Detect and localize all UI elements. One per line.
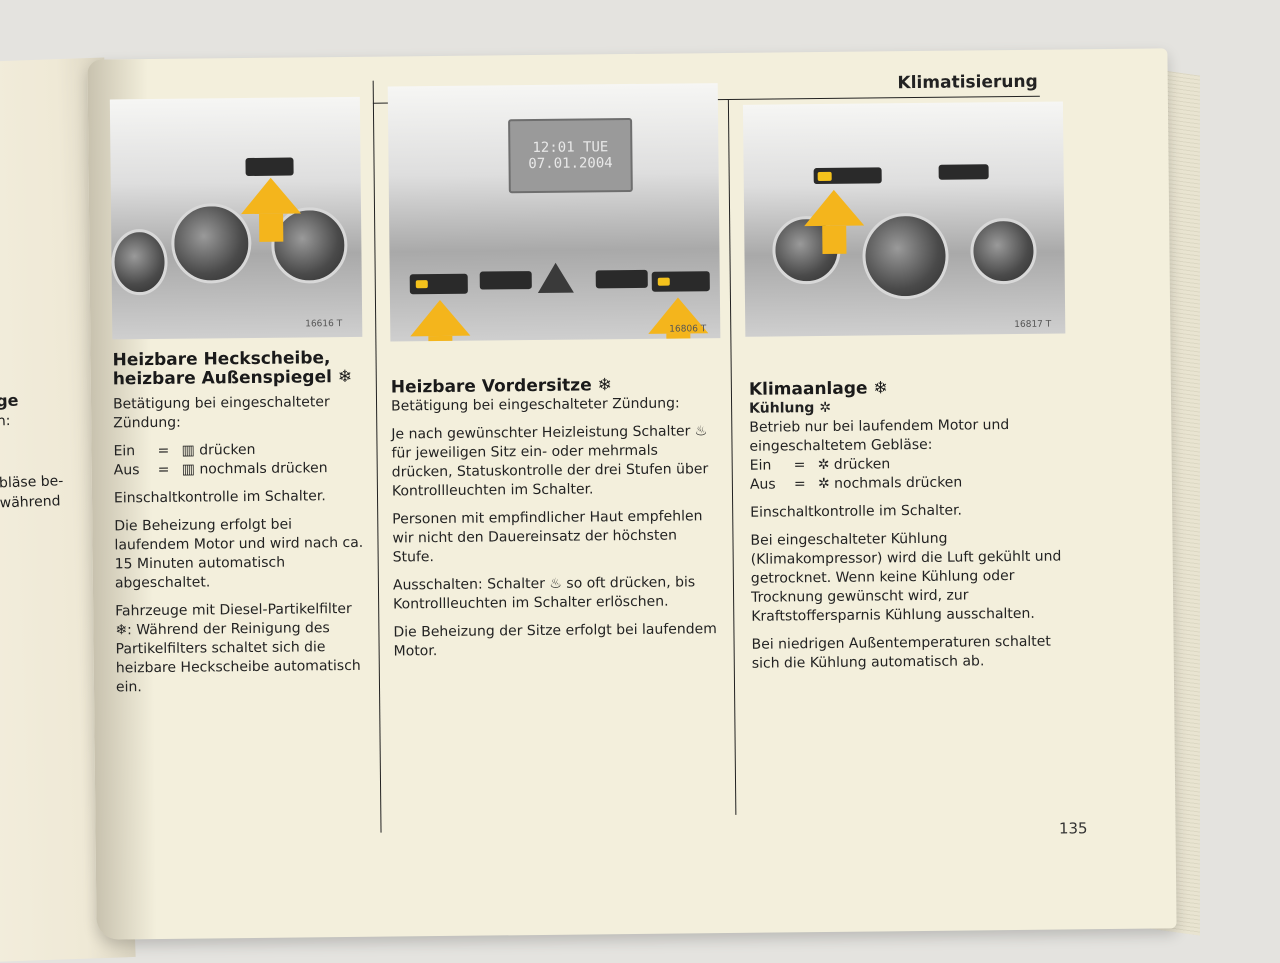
- seat-heat-led: [415, 280, 428, 289]
- rear-defrost-button: [938, 164, 989, 180]
- column-1-text: Heizbare Heckscheibe, heizbare Außenspie…: [112, 348, 371, 707]
- intro-text: Betätigung bei eingeschalteter Zündung:: [112, 394, 330, 432]
- climate-control-illustration: 16817 T: [742, 101, 1066, 337]
- instruction-row: Aus = ✲ nochmals drücken: [749, 474, 963, 493]
- intro-text: Betätigung bei eingeschalteter Zündung:: [390, 395, 680, 415]
- display-date: 07.01.2004: [528, 155, 613, 173]
- knob: [111, 228, 168, 296]
- seat-heat-led: [657, 277, 670, 286]
- display-time: 12:01 TUE: [532, 139, 609, 157]
- ac-led: [817, 171, 832, 182]
- hazard-icon: [537, 262, 574, 293]
- knob: [862, 212, 949, 300]
- knob: [970, 217, 1037, 285]
- paragraph: Einschaltkontrolle im Schalter.: [750, 502, 963, 521]
- paragraph: Bei niedrigen Außentemperaturen schaltet…: [751, 633, 1051, 672]
- knob: [170, 202, 252, 284]
- page-number: 135: [1058, 819, 1088, 838]
- left-page-snippet: bläse be-: [0, 473, 64, 492]
- rear-window-switch-illustration: 16616 T: [109, 96, 363, 340]
- clock-display: 12:01 TUE 07.01.2004: [508, 117, 633, 194]
- intro-text: Betrieb nur bei laufendem Motor und eing…: [749, 417, 1010, 455]
- left-page-snippet: während: [0, 493, 61, 512]
- manual-page: Klimatisierung 16616 T 12:01 TUE 07.01.2…: [87, 48, 1177, 940]
- figure-code: 16806 T: [669, 324, 707, 335]
- console-button: [479, 271, 532, 290]
- paragraph: Fahrzeuge mit Diesel-Partikelfilter ❄: W…: [115, 600, 361, 696]
- paragraph: Die Beheizung der Sitze erfolgt bei lauf…: [393, 621, 717, 660]
- page-header: Klimatisierung: [897, 71, 1038, 94]
- arrow-icon: [803, 189, 865, 227]
- paragraph: Die Beheizung erfolgt bei laufendem Moto…: [114, 516, 364, 592]
- column-rule: [727, 98, 737, 815]
- instruction-row: Aus = ▥ nochmals drücken: [113, 460, 328, 479]
- arrow-icon: [409, 299, 471, 337]
- console-button: [595, 269, 648, 289]
- arrow-icon: [240, 177, 302, 215]
- figure-code: 16817 T: [1014, 319, 1052, 330]
- figure-code: 16616 T: [305, 319, 343, 330]
- column-rule: [372, 80, 382, 833]
- paragraph: Ausschalten: Schalter ♨ so oft drücken, …: [392, 574, 696, 613]
- rear-defrost-button: [245, 157, 294, 177]
- column-3-text: Klimaanlage ❄ Kühlung ✲ Betrieb nur bei …: [749, 377, 1067, 682]
- paragraph: Einschaltkontrolle im Schalter.: [113, 488, 326, 507]
- section-title: heizbare Außenspiegel ❄: [112, 366, 353, 390]
- left-page-snippet: ge: [0, 390, 19, 411]
- left-page-snippet: n:: [0, 412, 11, 430]
- paragraph: Bei eingeschalteter Kühlung (Klimakompre…: [750, 530, 1062, 625]
- paragraph: Personen mit empfindlicher Haut empfehle…: [392, 508, 703, 566]
- paragraph: Je nach gewünschter Heizleistung Schalte…: [391, 423, 709, 500]
- column-2-text: Heizbare Vordersitze ❄ Betätigung bei ei…: [391, 375, 719, 670]
- seat-heating-illustration: 12:01 TUE 07.01.2004 16806 T: [387, 83, 721, 342]
